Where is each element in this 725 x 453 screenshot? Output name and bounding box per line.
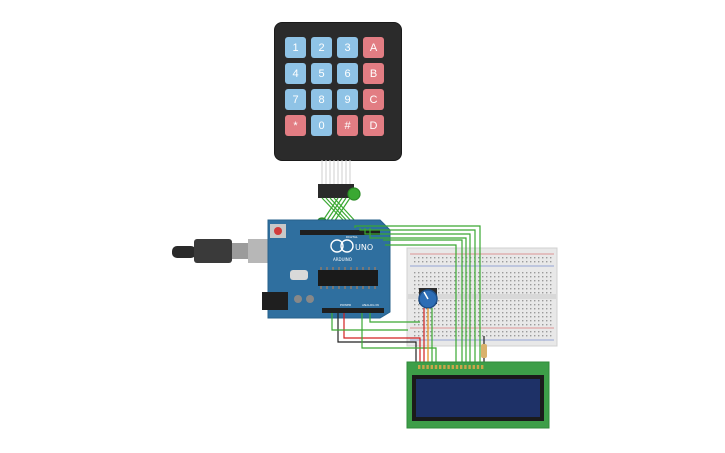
arduino-breadboard-wires[interactable] (354, 225, 481, 248)
keypad-key-5[interactable]: 5 (311, 63, 332, 84)
power-wires[interactable] (331, 313, 437, 372)
keypad-key-D[interactable]: D (363, 115, 384, 136)
arduino-logo-icon (330, 239, 344, 253)
keypad-key-2[interactable]: 2 (311, 37, 332, 58)
keypad-key-0[interactable]: 0 (311, 115, 332, 136)
crystal (290, 270, 308, 280)
keypad-connector (318, 160, 354, 198)
keypad-key-3[interactable]: 3 (337, 37, 358, 58)
keypad-key-8[interactable]: 8 (311, 89, 332, 110)
lcd-screen (416, 379, 540, 417)
power-analog-header (322, 308, 384, 313)
lcd-16x2[interactable] (406, 361, 550, 429)
keypad-key-7[interactable]: 7 (285, 89, 306, 110)
lcd-wires[interactable] (423, 248, 487, 365)
analog-header-label: ANALOG IN (362, 303, 379, 307)
atmega-chip (318, 270, 378, 286)
arduino-logo-text: ARDUINO (333, 257, 352, 262)
potentiometer[interactable] (418, 288, 438, 309)
arduino-model-label: UNO (355, 243, 373, 252)
keypad-key-1[interactable]: 1 (285, 37, 306, 58)
arduino-uno-board[interactable]: ARDUINO UNO DIGITAL POWER ANALOG IN (262, 219, 391, 319)
resistor (481, 344, 487, 358)
keypad-key-A[interactable]: A (363, 37, 384, 58)
keypad-key-*[interactable]: * (285, 115, 306, 136)
power-header-label: POWER (340, 303, 351, 307)
keypad-key-#[interactable]: # (337, 115, 358, 136)
usb-cable[interactable] (172, 239, 278, 263)
keypad-key-4[interactable]: 4 (285, 63, 306, 84)
digital-header-label: DIGITAL (346, 235, 358, 239)
keypad-key-C[interactable]: C (363, 89, 384, 110)
reset-button[interactable] (274, 227, 282, 235)
digital-header (300, 230, 380, 235)
keypad-key-6[interactable]: 6 (337, 63, 358, 84)
power-jack (262, 292, 288, 310)
keypad-key-B[interactable]: B (363, 63, 384, 84)
keypad-key-9[interactable]: 9 (337, 89, 358, 110)
